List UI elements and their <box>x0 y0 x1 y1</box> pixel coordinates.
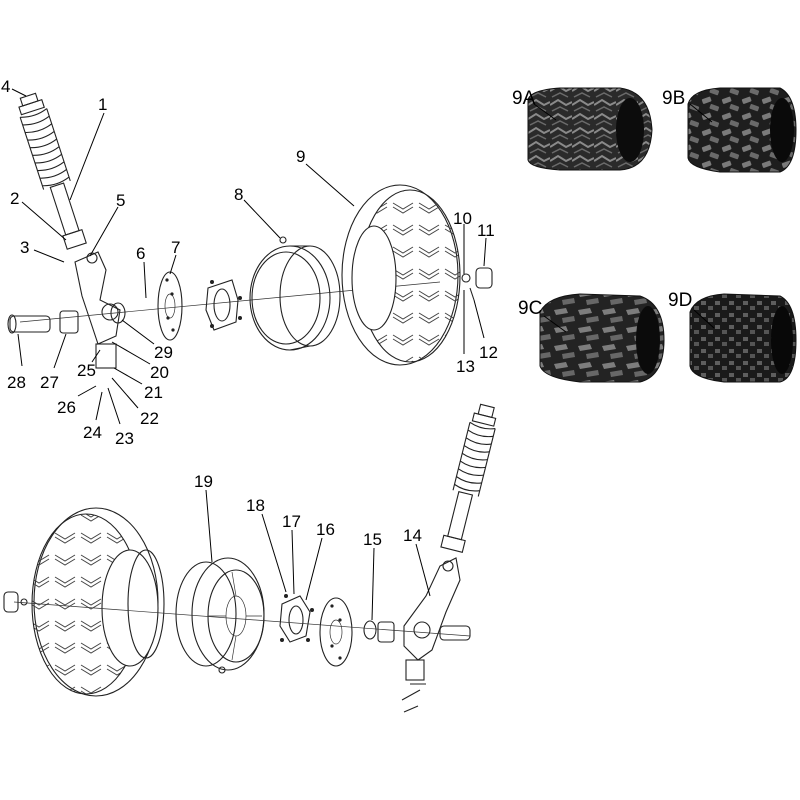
tire-variant-9d: 9D <box>668 290 797 383</box>
rear-brake-disc <box>319 597 353 667</box>
front-rim <box>249 236 341 351</box>
rear-callouts: 19 18 17 16 15 14 <box>194 472 431 621</box>
callout-5: 5 <box>116 191 125 210</box>
tire-variants: 9A 9B 9C 9D <box>512 87 797 383</box>
front-assembly <box>7 92 493 369</box>
callout-10: 10 <box>453 209 472 228</box>
callout-20: 20 <box>150 363 169 382</box>
rear-seal-bearing <box>363 620 395 643</box>
rear-rim <box>175 557 265 674</box>
callout-18: 18 <box>246 496 265 515</box>
tire-label-9d: 9D <box>668 290 692 311</box>
front-knuckle <box>74 251 121 369</box>
callout-23: 23 <box>115 429 134 448</box>
callout-14: 14 <box>403 526 422 545</box>
rear-hub <box>279 594 314 643</box>
tire-variant-9a: 9A <box>512 87 653 171</box>
callout-21: 21 <box>144 383 163 402</box>
tire-variant-9b: 9B <box>662 87 797 173</box>
callout-24: 24 <box>83 423 102 442</box>
rear-knuckle <box>401 557 471 713</box>
callout-28: 28 <box>7 373 26 392</box>
callout-15: 15 <box>363 530 382 549</box>
rear-tire <box>31 507 165 697</box>
front-tire <box>341 184 461 366</box>
rear-assembly <box>3 403 497 713</box>
front-shock-absorber <box>18 92 87 250</box>
tire-label-9b: 9B <box>662 88 685 109</box>
tire-variant-9c: 9C <box>518 293 665 383</box>
callout-3: 3 <box>20 238 29 257</box>
callout-1: 1 <box>98 95 107 114</box>
callout-8: 8 <box>234 185 243 204</box>
callout-12: 12 <box>479 343 498 362</box>
callout-19: 19 <box>194 472 213 491</box>
callout-25: 25 <box>77 361 96 380</box>
callout-29: 29 <box>154 343 173 362</box>
callout-26: 26 <box>57 398 76 417</box>
rear-shock-absorber <box>440 403 497 553</box>
callout-6: 6 <box>136 244 145 263</box>
front-callouts: 4 1 2 5 3 6 7 8 9 10 11 28 27 29 20 25 2… <box>1 77 498 448</box>
front-hub <box>205 279 242 331</box>
callout-22: 22 <box>140 409 159 428</box>
tire-label-9c: 9C <box>518 298 542 319</box>
front-hub-cap <box>461 267 493 301</box>
callout-11: 11 <box>477 221 495 240</box>
tire-label-9a: 9A <box>512 88 536 109</box>
callout-4: 4 <box>1 77 10 96</box>
front-brake-disc <box>157 271 183 341</box>
callout-2: 2 <box>10 189 19 208</box>
callout-13: 13 <box>456 357 475 376</box>
callout-9: 9 <box>296 147 305 166</box>
callout-27: 27 <box>40 373 59 392</box>
callout-17: 17 <box>282 512 301 531</box>
callout-16: 16 <box>316 520 335 539</box>
callout-7: 7 <box>171 238 180 257</box>
